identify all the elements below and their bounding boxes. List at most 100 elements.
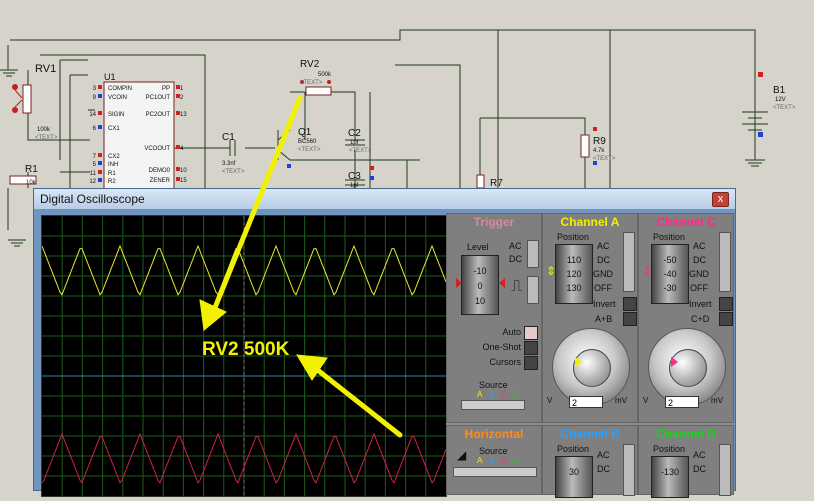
annotation-arrowhead-right xyxy=(296,354,328,381)
channel-c-coupling-switch[interactable] xyxy=(719,232,731,292)
channel-c-position-knob[interactable]: -50 -40 -30 xyxy=(651,244,689,304)
r9-ref: R9 xyxy=(593,136,606,147)
trigger-level-knob[interactable]: -10 0 10 xyxy=(461,255,499,315)
u1-pin-marker xyxy=(176,145,180,149)
u1-pin-number: 10 xyxy=(180,168,187,174)
b1-ref: B1 xyxy=(773,85,786,96)
c3-value: 1pf xyxy=(350,183,359,189)
probe-markers xyxy=(287,127,597,180)
u1-pin-number: 15 xyxy=(180,178,187,184)
window-titlebar[interactable]: Digital Oscilloscope x xyxy=(34,189,735,209)
oscilloscope-window: Digital Oscilloscope x Trigger Level -10… xyxy=(33,188,736,498)
trigger-level-tick: 10 xyxy=(474,296,485,306)
channel-a-position-tick: 120 xyxy=(566,269,582,279)
channel-d-ac-label: AC xyxy=(693,450,706,460)
horizontal-header: Horizontal xyxy=(464,427,524,441)
ground-symbols xyxy=(0,69,765,247)
annotation-arrowhead-up xyxy=(199,299,227,331)
rv1-potentiometer[interactable]: RV1 100k <TEXT> xyxy=(12,63,58,141)
u1-pin-marker xyxy=(98,125,102,129)
channel-a-position-knob[interactable]: 110 120 130 xyxy=(555,244,593,304)
c2-capacitor[interactable]: C2 1pf <TEXT> xyxy=(345,128,372,154)
c3-capacitor[interactable]: C3 1pf xyxy=(345,171,365,189)
channel-a-sum-label: A+B xyxy=(595,314,613,324)
channel-a-header: Channel A xyxy=(560,215,620,229)
channel-c-invert-button[interactable] xyxy=(719,297,733,311)
horizontal-source-label: Source xyxy=(479,446,508,456)
horizontal-source-slider[interactable] xyxy=(453,467,537,477)
u1-pin-number: 12 xyxy=(89,179,96,185)
channel-a-invert-label: Invert xyxy=(593,299,616,309)
c1-ref: C1 xyxy=(222,132,235,143)
channel-a-position-tick: 110 xyxy=(566,255,582,265)
u1-pin-markers xyxy=(98,85,180,182)
channel-a-position-label: Position xyxy=(557,232,590,242)
annotation-arrow-up xyxy=(211,95,303,313)
rv1-text: <TEXT> xyxy=(35,135,58,141)
channel-c-volts-dial[interactable] xyxy=(648,328,726,406)
trigger-edge-switch[interactable] xyxy=(527,276,539,304)
channel-c-position-tick: -30 xyxy=(663,283,677,293)
channel-a-ac-label: AC xyxy=(597,241,610,251)
channel-a-volts-field[interactable]: 2 xyxy=(569,396,603,408)
u1-pin-number: 5 xyxy=(93,162,97,168)
horizontal-section: Horizontal ◢ Source A B C D xyxy=(446,425,542,495)
rv2-text: <TEXT> xyxy=(300,80,323,86)
trigger-oneshot-button[interactable] xyxy=(524,341,538,355)
r1-resistor[interactable]: R1 10k xyxy=(9,164,38,186)
trigger-ac-label: AC xyxy=(509,241,522,251)
close-button[interactable]: x xyxy=(712,192,729,207)
channel-c-volts-field[interactable]: 2 xyxy=(665,396,699,408)
scope-screen[interactable] xyxy=(41,215,447,497)
channel-b-header: Channel B xyxy=(560,427,620,441)
window-title: Digital Oscilloscope xyxy=(40,192,145,206)
u1-pin-name: PC1OUT xyxy=(146,95,171,101)
c1-capacitor[interactable]: C1 3.3nf <TEXT> xyxy=(222,132,245,175)
trigger-source-slider[interactable] xyxy=(461,400,525,410)
u1-pin-name: R2 xyxy=(108,179,116,185)
u1-pin-marker xyxy=(176,85,180,89)
trigger-section: Trigger Level -10 0 10 AC DC ⎍ Auto One-… xyxy=(446,213,542,423)
annotation-label: RV2 500K xyxy=(202,339,290,360)
r9-resistor[interactable]: R9 4.7k <TEXT> xyxy=(580,134,616,162)
q1-ref: Q1 xyxy=(298,127,312,138)
horizontal-source-b: B xyxy=(489,456,495,465)
trigger-coupling-switch[interactable] xyxy=(527,240,539,268)
u1-pin-number: 2 xyxy=(180,95,184,101)
trigger-cursors-label: Cursors xyxy=(489,357,521,367)
u1-pin-name: COMPIN xyxy=(108,86,132,92)
trigger-auto-button[interactable] xyxy=(524,326,538,340)
r9-value: 4.7k xyxy=(593,148,605,154)
channel-a-position-arrow-icon: ⇕ xyxy=(546,264,557,278)
channel-a-sum-button[interactable] xyxy=(623,312,637,326)
u1-pin-marker xyxy=(98,94,102,98)
horizontal-ramp-icon: ◢ xyxy=(457,448,467,462)
channel-a-coupling-switch[interactable] xyxy=(623,232,635,292)
u1-pin-marker xyxy=(98,111,102,115)
control-panel: Trigger Level -10 0 10 AC DC ⎍ Auto One-… xyxy=(446,213,734,498)
u1-pin-marker xyxy=(98,170,102,174)
channel-a-section: Channel A Position 110 120 130 ⇕ AC DC G… xyxy=(542,213,638,423)
rv2-potentiometer[interactable]: RV2 500k <TEXT> xyxy=(300,59,332,96)
u1-pin-marker xyxy=(98,85,102,89)
channel-c-position-arrow-icon: ⇕ xyxy=(642,264,653,278)
c2-text: <TEXT> xyxy=(349,148,372,154)
channel-a-volts-dial[interactable] xyxy=(552,328,630,406)
b1-battery[interactable]: B1 12V <TEXT> xyxy=(742,72,796,137)
rv1-value: 100k xyxy=(37,127,51,133)
channel-b-position-label: Position xyxy=(557,444,590,454)
u1-pin-name: DEMO0 xyxy=(149,168,171,174)
trigger-level-right-arrow-icon xyxy=(499,278,505,288)
channel-a-invert-button[interactable] xyxy=(623,297,637,311)
u1-pin-name: R1 xyxy=(108,171,116,177)
channel-c-sum-button[interactable] xyxy=(719,312,733,326)
u1-pin-marker xyxy=(98,178,102,182)
trigger-cursors-button[interactable] xyxy=(524,356,538,370)
u1-pin-number: 6 xyxy=(93,126,97,132)
channel-c-position-label: Position xyxy=(653,232,686,242)
channel-c-dc-label: DC xyxy=(693,255,706,265)
horizontal-source-c: C xyxy=(501,456,507,465)
